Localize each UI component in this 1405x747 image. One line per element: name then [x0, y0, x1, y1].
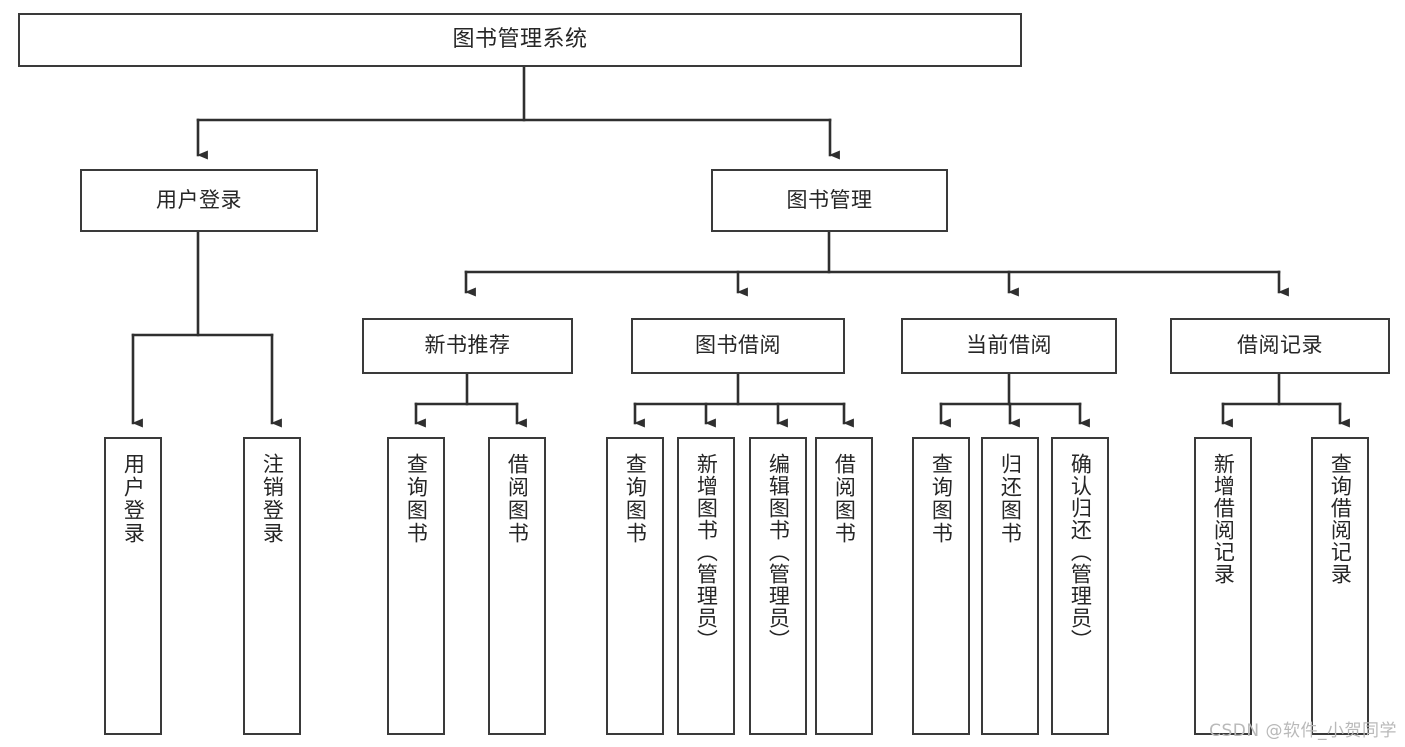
leaf-add-book[interactable]: 新增图书（管理员） — [677, 437, 735, 735]
leaf-add-record-label: 新增借阅记录 — [1211, 453, 1236, 585]
leaf-user-login[interactable]: 用户登录 — [104, 437, 162, 735]
node-book-manage-label: 图书管理 — [786, 187, 873, 212]
csdn-watermark: CSDN @软件_小贺同学 — [1209, 721, 1397, 741]
leaf-query-book-2[interactable]: 查询图书 — [606, 437, 664, 735]
node-book-borrow[interactable]: 图书借阅 — [631, 318, 845, 374]
leaf-confirm-return-label: 确认归还（管理员） — [1068, 453, 1093, 651]
leaf-borrow-book-2-label: 借阅图书 — [832, 453, 857, 545]
node-new-book-recommend[interactable]: 新书推荐 — [362, 318, 573, 374]
leaf-borrow-book-2[interactable]: 借阅图书 — [815, 437, 873, 735]
leaf-edit-book-label: 编辑图书（管理员） — [766, 453, 791, 651]
node-current-borrow[interactable]: 当前借阅 — [901, 318, 1117, 374]
node-root-book-management-system[interactable]: 图书管理系统 — [18, 13, 1022, 67]
node-user-login[interactable]: 用户登录 — [80, 169, 318, 232]
leaf-query-book-3-label: 查询图书 — [929, 453, 954, 545]
leaf-query-record[interactable]: 查询借阅记录 — [1311, 437, 1369, 735]
leaf-return-book-label: 归还图书 — [998, 453, 1023, 545]
leaf-query-book-2-label: 查询图书 — [623, 453, 648, 545]
node-user-login-label: 用户登录 — [156, 187, 242, 212]
leaf-add-book-label: 新增图书（管理员） — [694, 453, 719, 651]
leaf-query-book-3[interactable]: 查询图书 — [912, 437, 970, 735]
leaf-query-book-1[interactable]: 查询图书 — [387, 437, 445, 735]
node-current-borrow-label: 当前借阅 — [966, 333, 1052, 358]
leaf-edit-book[interactable]: 编辑图书（管理员） — [749, 437, 807, 735]
leaf-logout-login-label: 注销登录 — [260, 453, 285, 545]
node-book-borrow-label: 图书借阅 — [695, 333, 781, 358]
node-root-label: 图书管理系统 — [452, 26, 588, 52]
node-borrow-record-label: 借阅记录 — [1237, 333, 1323, 358]
node-new-book-recommend-label: 新书推荐 — [424, 333, 511, 358]
leaf-logout-login[interactable]: 注销登录 — [243, 437, 301, 735]
leaf-return-book[interactable]: 归还图书 — [981, 437, 1039, 735]
leaf-borrow-book-1[interactable]: 借阅图书 — [488, 437, 546, 735]
node-borrow-record[interactable]: 借阅记录 — [1170, 318, 1390, 374]
leaf-confirm-return[interactable]: 确认归还（管理员） — [1051, 437, 1109, 735]
leaf-borrow-book-1-label: 借阅图书 — [505, 453, 530, 545]
leaf-add-record[interactable]: 新增借阅记录 — [1194, 437, 1252, 735]
node-book-manage[interactable]: 图书管理 — [711, 169, 948, 232]
leaf-query-book-1-label: 查询图书 — [404, 453, 429, 545]
leaf-user-login-label: 用户登录 — [121, 453, 146, 545]
leaf-query-record-label: 查询借阅记录 — [1328, 453, 1353, 585]
